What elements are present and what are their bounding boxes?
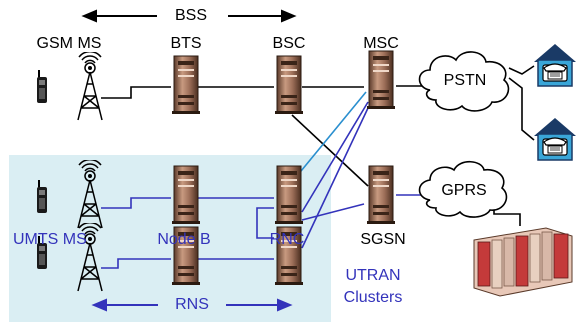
node-b-label: Node B <box>157 231 211 248</box>
umts-ms-label: UMTS MS <box>13 231 87 248</box>
server-rack-icon <box>473 227 573 297</box>
utran-label: UTRAN <box>345 267 401 284</box>
umts-antenna-tower-icon <box>77 160 103 229</box>
house-telephone-icon-2 <box>533 117 577 161</box>
bsc-label: BSC <box>272 35 306 52</box>
bts-label: BTS <box>170 35 202 52</box>
house-telephone-icon <box>533 43 577 87</box>
bsc-sgsn-link <box>291 91 367 183</box>
gsm-links <box>101 65 535 226</box>
gsm-ms-label: GSM MS <box>36 35 102 52</box>
umts-links <box>101 101 425 269</box>
pstn-label: PSTN <box>443 72 487 89</box>
node-b-server-icon <box>172 165 200 225</box>
msc-server-icon <box>367 50 395 110</box>
msc-label: MSC <box>363 35 399 52</box>
gprs-label: GPRS <box>441 182 487 199</box>
bss-label: BSS <box>170 8 212 24</box>
gsm-antenna-tower-icon <box>77 52 103 121</box>
sgsn-label: SGSN <box>360 231 406 248</box>
bss-span-arrow <box>81 9 297 23</box>
rns-label: RNS <box>171 297 213 313</box>
umts-mobile-phone-icon <box>37 180 47 213</box>
gprs-network-cloud-icon <box>418 160 508 218</box>
clusters-label: Clusters <box>343 289 403 306</box>
rns-span-arrow <box>91 298 293 312</box>
sgsn-server-icon <box>367 165 395 225</box>
rnc-server-icon <box>275 165 303 225</box>
gsm-mobile-phone-icon <box>37 70 47 103</box>
bts-server-icon <box>172 55 200 115</box>
pstn-network-cloud-icon <box>418 51 510 112</box>
bsc-server-icon <box>275 55 303 115</box>
rnc-label: RNC <box>269 231 305 248</box>
